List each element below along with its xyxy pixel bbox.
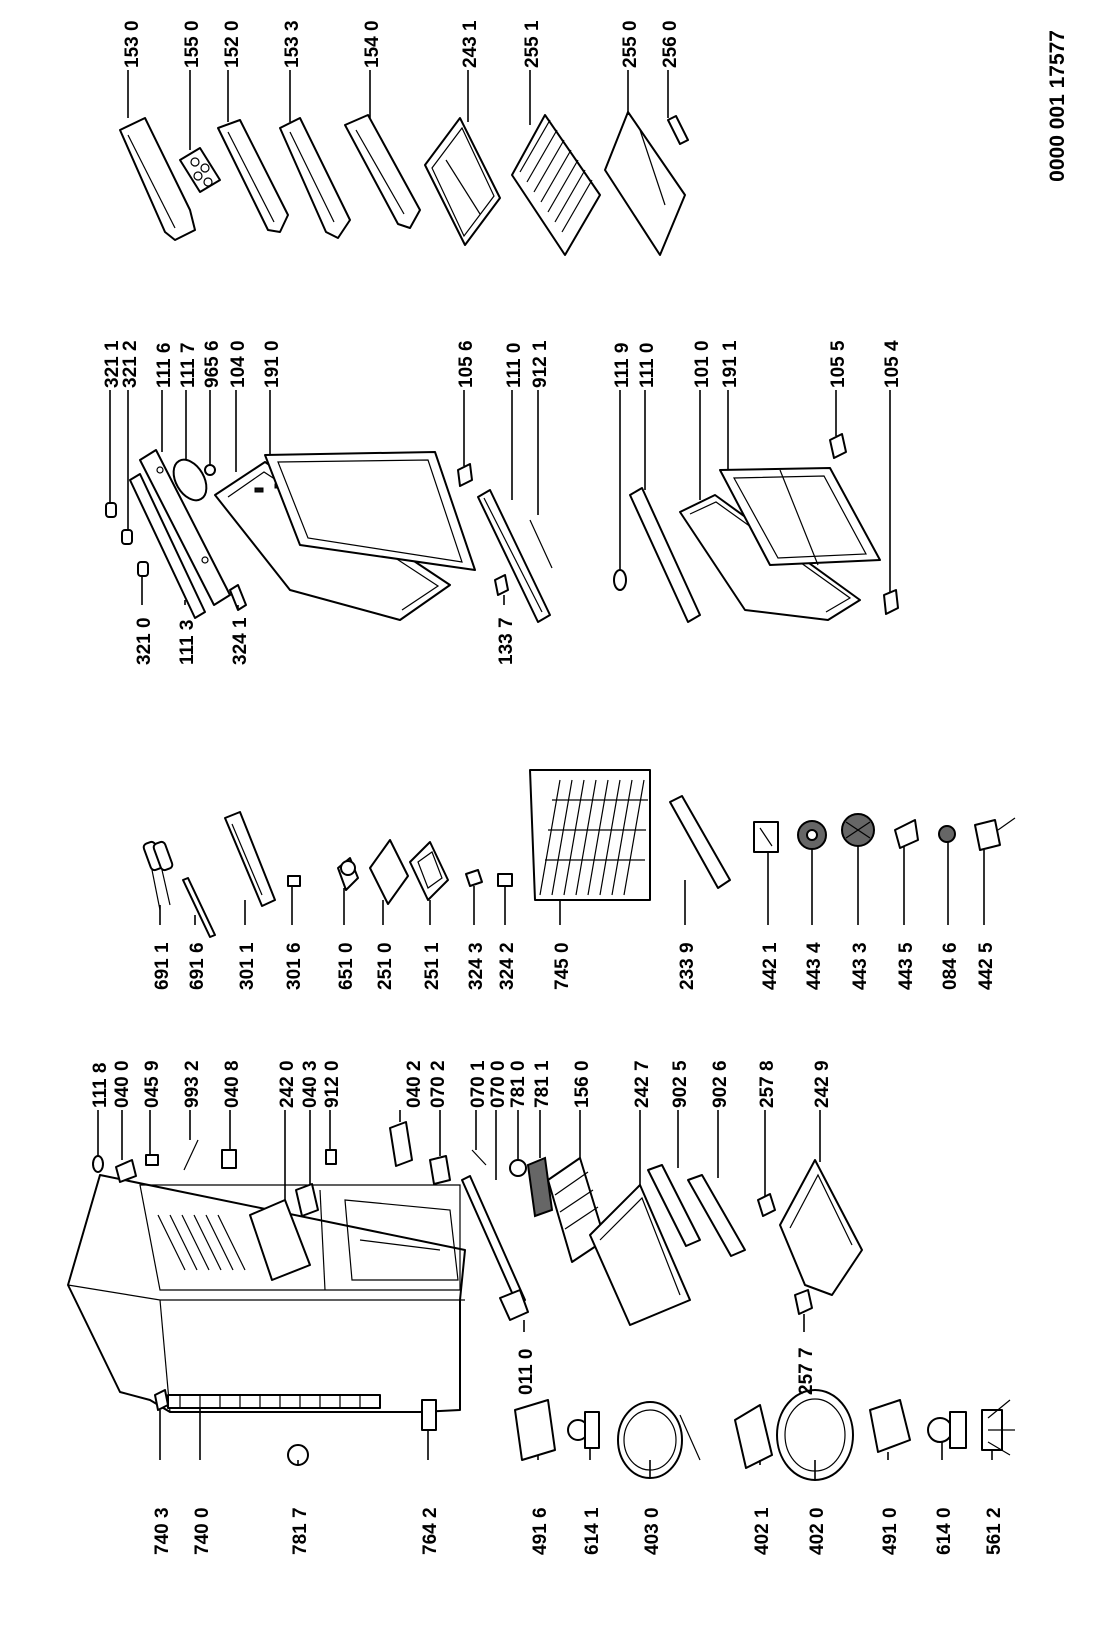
callout: 111 9 xyxy=(612,343,633,388)
callout: 111 3 xyxy=(177,620,198,665)
callout: 105 4 xyxy=(882,340,903,388)
callout: 111 0 xyxy=(637,343,658,388)
callout: 740 3 xyxy=(152,1507,173,1555)
callout: 045 9 xyxy=(142,1060,163,1108)
callout: 070 0 xyxy=(488,1060,509,1108)
callout: 153 0 xyxy=(122,20,143,68)
callout: 321 0 xyxy=(134,617,155,665)
callout: 902 6 xyxy=(710,1060,731,1108)
callout: 111 6 xyxy=(154,343,175,388)
callout: 403 0 xyxy=(642,1507,663,1555)
door-leader-lines xyxy=(109,390,891,610)
door-callouts: 321 1 321 2 111 6 111 7 965 6 104 0 191 … xyxy=(102,340,903,665)
callout: 740 0 xyxy=(192,1507,213,1555)
callout: 691 6 xyxy=(187,942,208,990)
callout: 255 0 xyxy=(620,20,641,68)
callout: 243 1 xyxy=(460,20,481,68)
accessory-leader-lines xyxy=(127,70,669,150)
callout: 781 1 xyxy=(532,1060,553,1108)
callout: 104 0 xyxy=(228,340,249,388)
cabinet-callouts: 111 8 040 0 045 9 993 2 040 8 242 0 040 … xyxy=(90,1060,1005,1555)
callout: 257 7 xyxy=(796,1347,817,1395)
callout: 256 0 xyxy=(660,20,681,68)
callout: 402 0 xyxy=(807,1507,828,1555)
callout: 614 0 xyxy=(934,1507,955,1555)
callout: 561 2 xyxy=(984,1507,1005,1555)
callout: 321 2 xyxy=(120,340,141,388)
door-illustrations xyxy=(105,433,899,623)
callout: 133 7 xyxy=(496,617,517,665)
callout: 153 3 xyxy=(282,20,303,68)
callout: 155 0 xyxy=(182,20,203,68)
callout: 651 0 xyxy=(336,942,357,990)
callout: 912 1 xyxy=(530,340,551,388)
callout: 040 8 xyxy=(222,1060,243,1108)
callout: 301 6 xyxy=(284,942,305,990)
evaporator-callouts: 691 1 691 6 301 1 301 6 651 0 251 0 251 … xyxy=(152,942,997,990)
cabinet-leader-lines xyxy=(97,1110,993,1480)
callout: 105 6 xyxy=(456,340,477,388)
callout: 402 1 xyxy=(752,1507,773,1555)
callout: 614 1 xyxy=(582,1507,603,1555)
callout: 191 0 xyxy=(262,340,283,388)
callout: 442 5 xyxy=(976,942,997,990)
callout: 442 1 xyxy=(760,942,781,990)
callout: 912 0 xyxy=(322,1060,343,1108)
callout: 491 6 xyxy=(530,1507,551,1555)
cabinet-illustrations xyxy=(67,1121,1015,1481)
callout: 257 8 xyxy=(757,1060,778,1108)
callout: 781 7 xyxy=(290,1507,311,1555)
callout: 491 0 xyxy=(880,1507,901,1555)
evaporator-illustrations xyxy=(142,769,1016,938)
document-number: 0000 001 17577 xyxy=(1046,30,1069,182)
callout: 111 7 xyxy=(178,343,199,388)
callout: 233 9 xyxy=(677,942,698,990)
callout: 321 1 xyxy=(102,340,123,388)
callout: 111 0 xyxy=(504,343,525,388)
callout: 902 5 xyxy=(670,1060,691,1108)
callout: 040 2 xyxy=(404,1060,425,1108)
callout: 191 1 xyxy=(720,340,741,388)
callout: 152 0 xyxy=(222,20,243,68)
callout: 301 1 xyxy=(237,942,258,990)
callout: 443 5 xyxy=(896,942,917,990)
callout: 070 1 xyxy=(468,1060,489,1108)
callout: 070 2 xyxy=(428,1060,449,1108)
callout: 084 6 xyxy=(940,942,961,990)
callout: 040 3 xyxy=(300,1060,321,1108)
callout: 040 0 xyxy=(112,1060,133,1108)
callout: 324 3 xyxy=(466,942,487,990)
callout: 324 1 xyxy=(230,617,251,665)
callout: 764 2 xyxy=(420,1507,441,1555)
callout: 242 0 xyxy=(277,1060,298,1108)
callout: 101 0 xyxy=(692,340,713,388)
callout: 255 1 xyxy=(522,20,543,68)
callout: 251 1 xyxy=(422,942,443,990)
accessory-illustrations xyxy=(119,111,689,256)
callout: 781 0 xyxy=(508,1060,529,1108)
callout: 965 6 xyxy=(202,340,223,388)
callout: 691 1 xyxy=(152,942,173,990)
callout: 111 8 xyxy=(90,1063,111,1108)
callout: 011 0 xyxy=(516,1349,537,1396)
callout: 105 5 xyxy=(828,340,849,388)
accessory-callouts: 153 0 155 0 152 0 153 3 154 0 243 1 255 … xyxy=(122,20,681,68)
callout: 251 0 xyxy=(375,942,396,990)
callout: 443 3 xyxy=(850,942,871,990)
callout: 154 0 xyxy=(362,20,383,68)
callout: 242 7 xyxy=(632,1060,653,1108)
callout: 443 4 xyxy=(804,942,825,990)
evaporator-leader-lines xyxy=(159,842,985,925)
callout: 324 2 xyxy=(497,942,518,990)
callout: 242 9 xyxy=(812,1060,833,1108)
callout: 993 2 xyxy=(182,1060,203,1108)
callout: 745 0 xyxy=(552,942,573,990)
callout: 156 0 xyxy=(572,1060,593,1108)
